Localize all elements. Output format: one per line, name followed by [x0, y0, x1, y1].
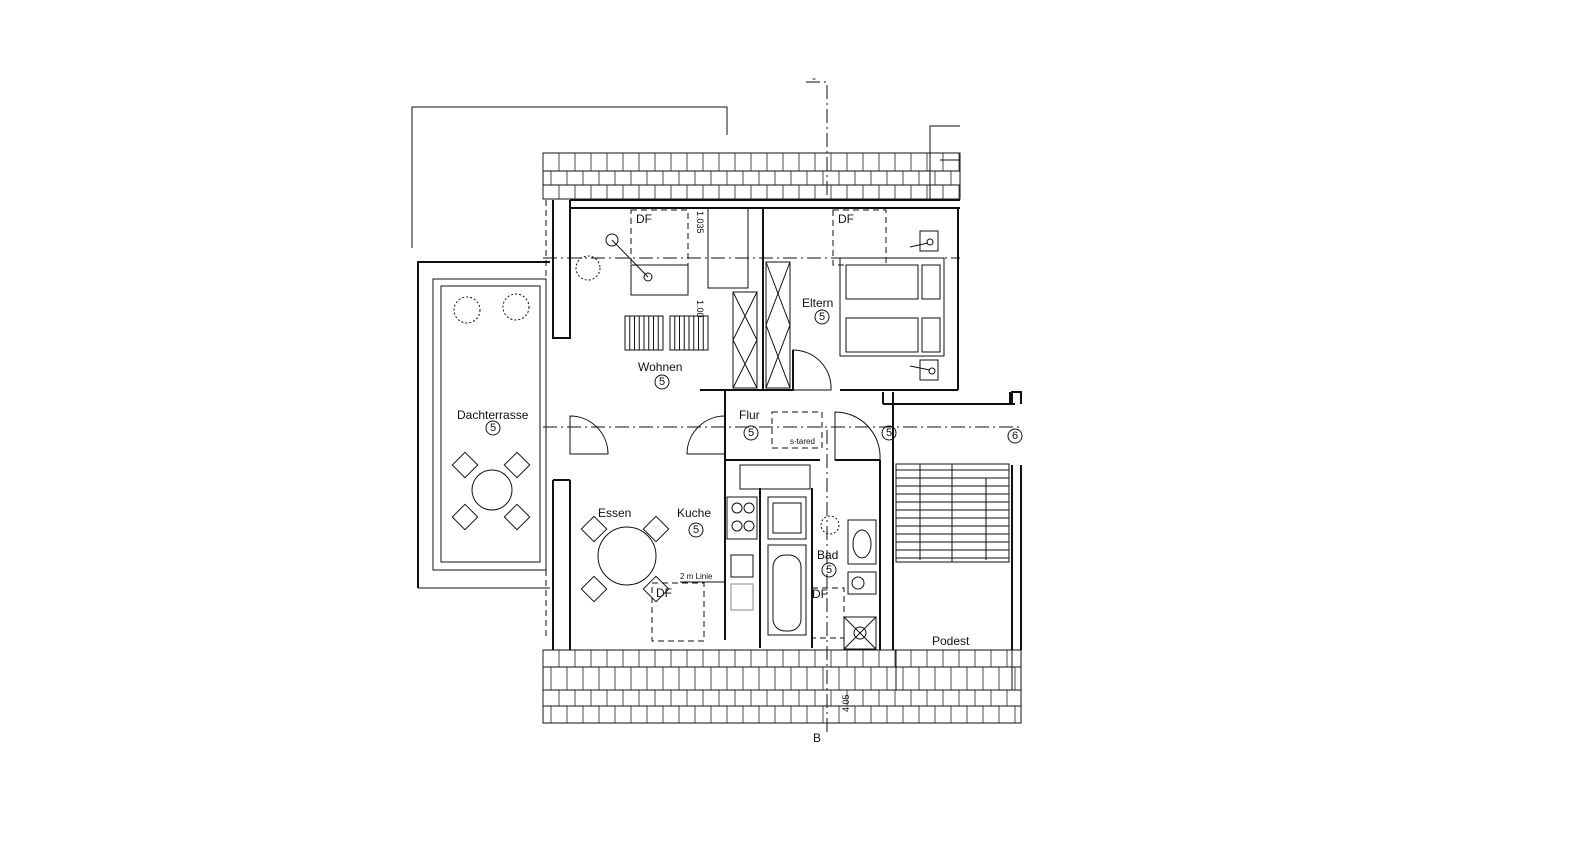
skylight-label-bath: DF	[812, 587, 828, 601]
room-number-bad: 5	[826, 564, 832, 576]
section-marker-bottom: B	[813, 731, 821, 745]
room-label-kuche: Kuche	[677, 506, 711, 520]
terrace	[432, 200, 547, 640]
bath-fixtures	[767, 496, 877, 650]
room-number-stair: 6	[1012, 430, 1018, 442]
walls	[552, 199, 1022, 650]
room-number-hall: 5	[886, 427, 892, 439]
room-label-flur: Flur	[739, 408, 760, 422]
terrace-furniture	[451, 293, 531, 531]
skylight-label-bedroom: DF	[838, 212, 854, 226]
dining-furniture	[580, 515, 725, 642]
skylight-label-living: DF	[636, 212, 652, 226]
room-number-eltern: 5	[819, 311, 825, 323]
room-number-dachterrasse: 5	[490, 422, 496, 434]
kitchen-fixtures	[726, 464, 811, 611]
dimension-label-2: 1.00	[695, 300, 705, 318]
flur-note: s-tared	[790, 437, 815, 446]
bedroom-furniture	[832, 209, 945, 381]
room-label-podest: Podest	[932, 634, 970, 648]
roof-tiles-top	[542, 152, 961, 200]
room-number-circles	[485, 309, 1023, 578]
room-number-wohnen: 5	[659, 376, 665, 388]
dimension-label-3: 4.05	[841, 694, 851, 712]
room-label-essen: Essen	[598, 506, 631, 520]
skylight-label-kitchen: DF	[656, 586, 672, 600]
chimney	[929, 125, 960, 200]
section-marker-top: -	[812, 71, 816, 85]
room-label-wohnen: Wohnen	[638, 360, 682, 374]
wardrobes	[707, 207, 791, 389]
stairwell	[895, 463, 1013, 691]
roof-tiles-bottom	[542, 649, 1022, 724]
living-furniture	[575, 209, 709, 351]
room-number-flur: 5	[748, 427, 754, 439]
flur-furniture	[771, 411, 823, 449]
height-line-label: 2 m Linie	[680, 572, 713, 581]
room-label-dachterrasse: Dachterrasse	[457, 408, 529, 422]
room-number-kuche: 5	[693, 524, 699, 536]
outer-frame	[411, 106, 728, 589]
doors	[569, 349, 881, 461]
dimension-label-1: 1.035	[695, 211, 705, 234]
room-label-eltern: Eltern	[802, 296, 833, 310]
room-label-bad: Bad	[817, 548, 838, 562]
